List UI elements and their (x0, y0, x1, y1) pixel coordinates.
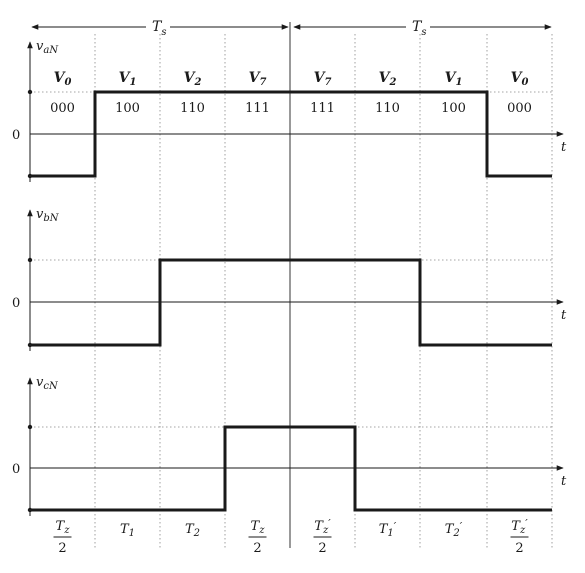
phase-voltage-label: vcN (36, 375, 59, 392)
phase-voltage-label: vbN (36, 207, 60, 224)
vector-code-label: 000 (507, 101, 532, 116)
interval-denominator: 2 (515, 541, 523, 556)
interval-denominator: 2 (253, 541, 261, 556)
vector-name-label: V1 (445, 70, 463, 88)
interval-numerator: Tz′ (314, 517, 331, 536)
interval-numerator: Tz (251, 519, 266, 536)
period-label-left: Ts (152, 19, 166, 38)
phase-voltage-label: vaN (36, 39, 59, 56)
interval-labels: Tz 2 T1 T2 Tz 2 Tz′ 2 T1′ T2′ Tz′ 2 (53, 517, 529, 556)
vector-name-label: V7 (314, 70, 332, 88)
time-label: t (561, 308, 567, 323)
interval-label: T1 (120, 522, 135, 539)
vector-code-label: 100 (441, 101, 466, 116)
interval-label: T2 (185, 522, 200, 539)
phase-waveforms (30, 90, 552, 512)
period-arrows: Ts Ts (31, 17, 552, 38)
vector-labels: V0 000 V1 100 V2 110 V7 111 V7 111 V2 110 V1 100 V0 000 (50, 70, 532, 116)
high-level-dot (27, 424, 33, 430)
time-label: t (561, 140, 567, 155)
interval-denominator: 2 (318, 541, 326, 556)
interval-numerator: Tz (56, 519, 71, 536)
vector-code-label: 110 (180, 101, 205, 116)
vector-code-label: 100 (115, 101, 140, 116)
vector-code-label: 111 (310, 101, 335, 116)
vector-name-label: V0 (54, 70, 72, 88)
interval-denominator: 2 (58, 541, 66, 556)
interval-numerator: Tz′ (511, 517, 528, 536)
vector-name-label: V2 (184, 70, 202, 88)
zero-label: 0 (12, 462, 20, 477)
period-label-right: Ts (412, 19, 426, 38)
zero-label: 0 (12, 128, 20, 143)
phase-waveform (30, 425, 552, 512)
vector-code-label: 110 (375, 101, 400, 116)
vector-name-label: V2 (379, 70, 397, 88)
zero-label: 0 (12, 296, 20, 311)
high-level-dot (27, 257, 33, 263)
vector-code-label: 000 (50, 101, 75, 116)
phase-waveform (30, 258, 552, 347)
interval-label: T2′ (445, 520, 463, 539)
phase-waveform (30, 90, 552, 178)
vector-code-label: 111 (245, 101, 270, 116)
interval-label: T1′ (379, 520, 397, 539)
time-label: t (561, 474, 567, 489)
vector-name-label: V0 (511, 70, 529, 88)
vector-name-label: V7 (249, 70, 267, 88)
high-level-dot (27, 89, 33, 95)
vector-name-label: V1 (119, 70, 137, 88)
